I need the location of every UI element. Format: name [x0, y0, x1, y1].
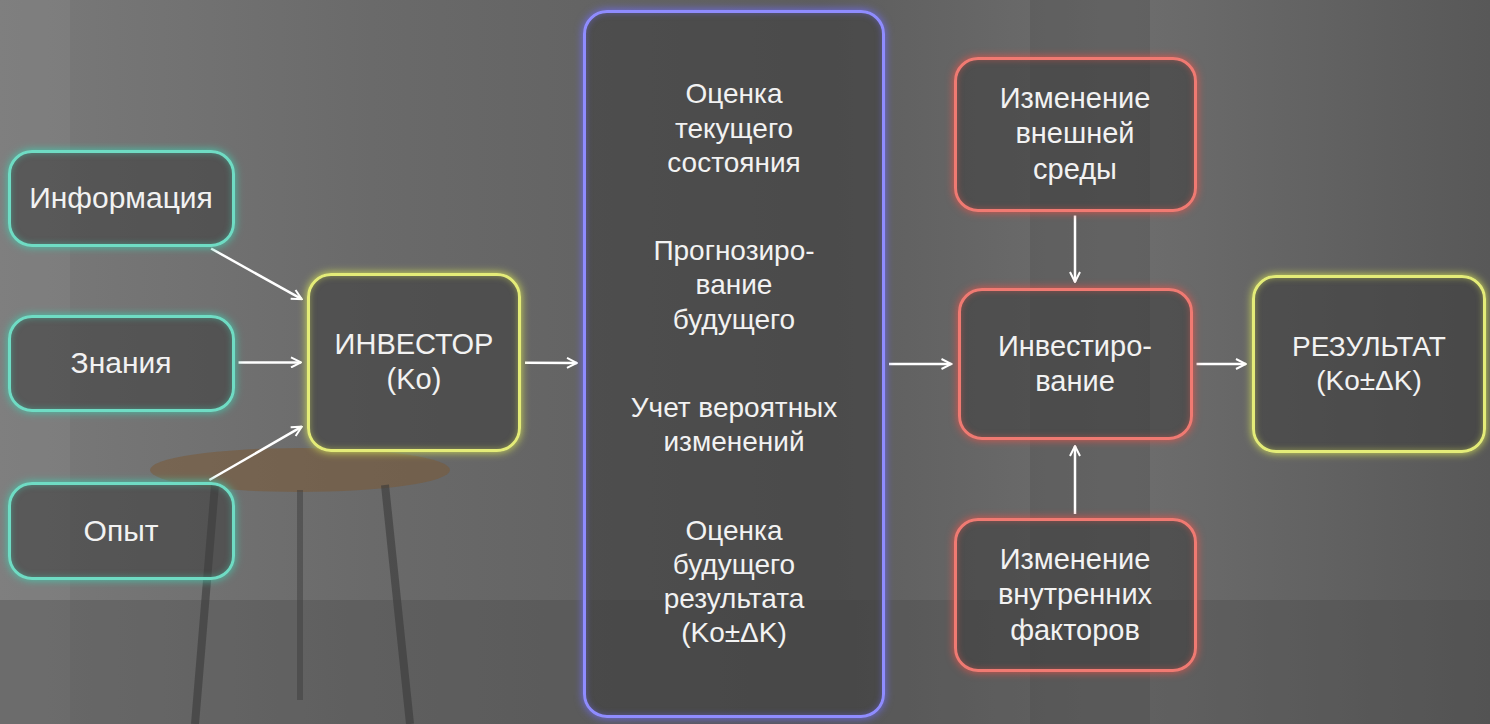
node-text: ИНВЕСТОР (Ko)	[326, 327, 502, 398]
process-box: РЕЗУЛЬТАТ (Ko±ΔK)	[1252, 275, 1486, 453]
flow-arrow	[239, 361, 302, 364]
process-panel: Оценка текущего состоянияПрогнозиро- ван…	[583, 10, 885, 718]
node-text: Изменение внешней среды	[973, 81, 1178, 187]
table-leg	[297, 490, 303, 700]
flow-arrow	[525, 361, 577, 364]
node-text: Оценка текущего состояния	[627, 77, 842, 179]
process-box: ИНВЕСТОР (Ko)	[307, 273, 521, 452]
flow-arrow	[1074, 446, 1077, 514]
process-box: Знания	[8, 315, 235, 412]
node-text: Прогнозиро- вание будущего	[634, 234, 834, 336]
process-box: Изменение внешней среды	[954, 57, 1197, 212]
node-text: Знания	[71, 345, 172, 382]
process-box: Опыт	[8, 482, 235, 580]
node-text: Информация	[29, 180, 213, 217]
process-box: Инвестиро- вание	[958, 288, 1193, 440]
node-text: РЕЗУЛЬТАТ (Ko±ΔK)	[1271, 330, 1467, 398]
node-text: Инвестиро- вание	[989, 329, 1161, 400]
process-box: Изменение внутренних факторов	[954, 518, 1197, 672]
flow-arrow	[889, 363, 952, 366]
node-text: Изменение внутренних факторов	[973, 542, 1178, 648]
node-text: Оценка будущего результата (Ko±ΔK)	[634, 514, 834, 651]
process-box: Информация	[8, 150, 235, 247]
node-text: Опыт	[84, 513, 159, 550]
flow-arrow	[209, 427, 301, 480]
flow-arrow	[211, 249, 302, 300]
table-leg	[385, 485, 410, 724]
flow-arrow	[1197, 363, 1247, 366]
node-text: Учет вероятных изменений	[603, 391, 865, 459]
flow-arrow	[1074, 216, 1077, 283]
